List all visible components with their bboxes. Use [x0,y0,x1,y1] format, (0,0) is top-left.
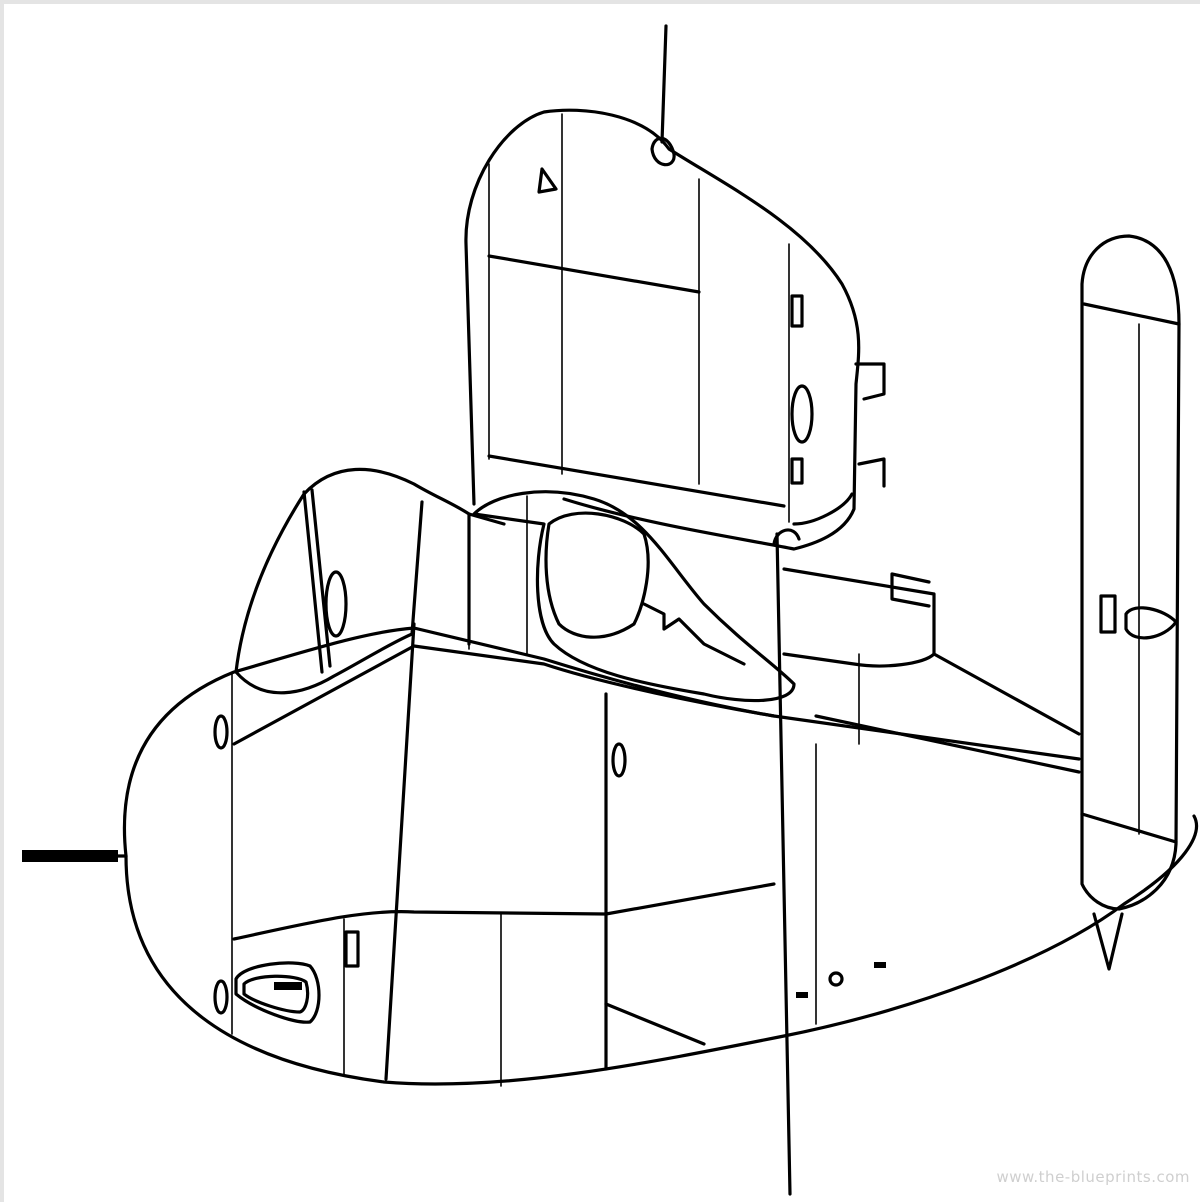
belly-panel-line [604,1002,706,1046]
wing-sponson-step [890,572,931,608]
watermark-text: www.the-blueprints.com [996,1168,1190,1186]
nose-intake [234,961,321,1024]
canopy-port-window [324,570,348,638]
rear-canopy-inner [544,511,650,639]
side-lower-line [232,882,776,941]
side-upper-line [232,644,776,746]
canopy-strut-1 [302,490,324,674]
antenna-mast [650,24,676,167]
body-hatch [344,930,360,968]
right-fin-fairing [1124,606,1178,640]
belly-slot-1 [796,992,808,998]
fin-latch [792,492,854,526]
aerial-root [772,528,801,546]
belly-slot-2 [874,962,886,968]
rear-canopy-step [642,602,746,666]
tail-boom-mid [814,714,1081,774]
fin-port [790,384,814,444]
aerial-wire [775,532,792,1196]
nose-port-2 [213,979,229,1015]
front-canopy [234,467,471,674]
fin-rib-1 [487,254,701,294]
right-fin-bottom-band [1080,812,1178,844]
nose-intake-slot [274,982,302,990]
right-tail-fin [1080,234,1181,911]
right-fin-panel [1099,594,1117,634]
right-fin-top-band [1082,302,1181,326]
belly-rivet [828,971,844,987]
fin-panel-2 [790,457,804,485]
nose-gun [22,850,128,862]
body-port [611,742,627,778]
fuselage-belly [124,814,1199,1086]
body-divider-1 [384,622,416,1081]
fin-vent [537,167,558,194]
fin-hinge-bracket [854,362,886,488]
canopy-strut-2 [310,488,332,668]
tail-boom-top [932,652,1081,736]
mid-body-top [467,512,506,526]
nose-port-1 [213,714,229,750]
canopy-strut-3 [410,500,424,636]
wing-sponson [782,567,936,668]
aircraft-line-drawing [22,24,1199,1196]
front-canopy-frame [234,632,414,695]
nose-intake-inner [242,974,310,1014]
fin-panel-1 [790,294,804,328]
tail-skid [1092,912,1124,971]
fin-rib-2 [487,454,786,508]
rear-canopy [472,490,796,703]
